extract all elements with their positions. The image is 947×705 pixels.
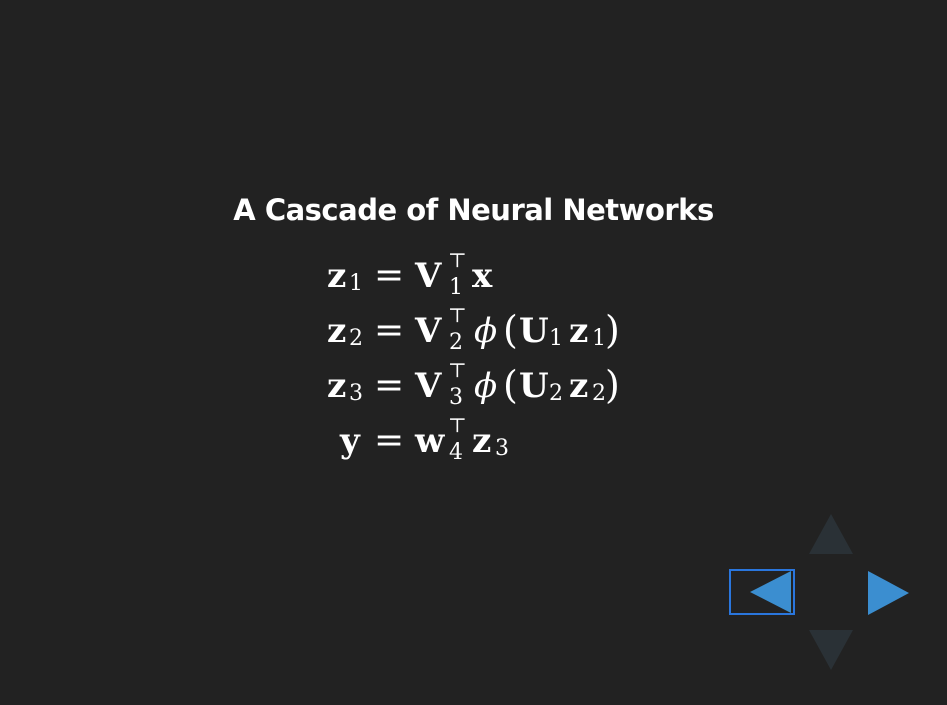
equals-sign: = <box>374 255 405 296</box>
transpose-superscript: ⊤ <box>448 413 467 437</box>
arrow-down-icon <box>809 630 853 670</box>
weight-matrix: U <box>519 311 549 351</box>
arrow-up-icon <box>809 514 853 554</box>
navigate-up-button[interactable] <box>808 512 854 556</box>
lhs-variable: z <box>327 311 347 351</box>
equation-line-2: z 2 = V ⊤ 2 ϕ ( U 1 z 1 ) <box>0 0 947 354</box>
hidden-variable: z <box>569 366 589 406</box>
open-paren: ( <box>503 363 518 407</box>
navigate-down-button[interactable] <box>808 628 854 672</box>
arrow-right-icon <box>868 571 909 615</box>
matrix-symbol: V <box>415 311 442 351</box>
slide-title: A Cascade of Neural Networks <box>233 193 714 227</box>
matrix-symbol: V <box>415 366 442 406</box>
matrix-subscript: 2 <box>449 330 463 355</box>
hidden-variable: z <box>569 311 589 351</box>
weight-vector: w <box>415 421 445 461</box>
hidden-subscript: 2 <box>592 381 606 406</box>
matrix-subscript: 1 <box>449 275 463 300</box>
open-paren: ( <box>503 308 518 352</box>
lhs-variable: z <box>327 366 347 406</box>
equation-line-4: y = w ⊤ 4 z 3 <box>0 0 947 464</box>
equals-sign: = <box>374 310 405 351</box>
equals-sign: = <box>374 365 405 406</box>
matrix-subscript: 3 <box>449 385 463 410</box>
navigate-left-button[interactable] <box>729 569 795 615</box>
hidden-variable: z <box>472 421 492 461</box>
equation-line-3: z 3 = V ⊤ 3 ϕ ( U 2 z 2 ) <box>0 0 947 409</box>
weight-subscript: 4 <box>449 440 463 465</box>
hidden-subscript: 1 <box>592 326 606 351</box>
close-paren: ) <box>605 363 620 407</box>
equation-line-1: z 1 = V ⊤ 1 x <box>0 0 947 299</box>
transpose-superscript: ⊤ <box>448 358 467 382</box>
navigate-right-button[interactable] <box>866 570 910 616</box>
transpose-superscript: ⊤ <box>448 248 467 272</box>
lhs-subscript: 2 <box>349 326 363 351</box>
arrow-left-icon <box>750 571 791 613</box>
matrix-symbol: V <box>415 256 442 296</box>
lhs-subscript: 1 <box>349 271 363 296</box>
equals-sign: = <box>374 420 405 461</box>
close-paren: ) <box>605 308 620 352</box>
lhs-variable: z <box>327 256 347 296</box>
weight-subscript: 2 <box>549 381 563 406</box>
hidden-subscript: 3 <box>495 436 509 461</box>
activation-function: ϕ <box>474 366 498 406</box>
weight-matrix: U <box>519 366 549 406</box>
input-variable: x <box>472 256 493 296</box>
lhs-subscript: 3 <box>349 381 363 406</box>
transpose-superscript: ⊤ <box>448 303 467 327</box>
activation-function: ϕ <box>474 311 498 351</box>
weight-subscript: 1 <box>549 326 563 351</box>
output-variable: y <box>340 421 360 461</box>
